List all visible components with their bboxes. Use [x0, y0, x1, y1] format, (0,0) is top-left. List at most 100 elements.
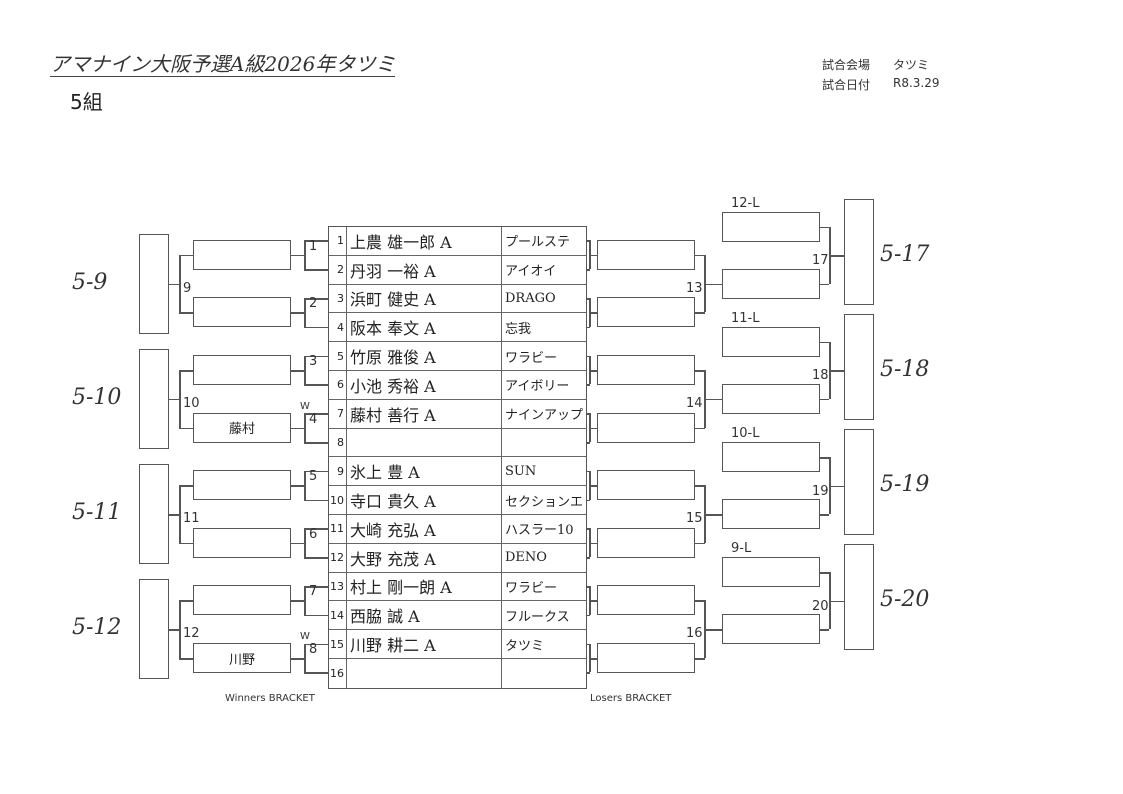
loser-slot	[597, 585, 695, 616]
player-name: 大崎 充弘 A	[347, 514, 502, 543]
player-name: 藤村 善行 A	[347, 399, 502, 428]
bracket-line	[304, 643, 328, 646]
player-name: 竹原 雅俊 A	[347, 342, 502, 370]
bracket-line	[304, 413, 306, 442]
player-name: 大野 充茂 A	[347, 543, 502, 572]
player-name	[347, 428, 502, 457]
loser-slot	[597, 643, 695, 673]
seed-number: 10	[329, 486, 347, 514]
loser-slot	[722, 614, 820, 645]
bracket-line	[179, 312, 193, 314]
match-number: 8	[309, 642, 318, 657]
bracket-line	[304, 269, 328, 271]
team-name: ナインアップ	[505, 408, 584, 424]
match-number: 13	[686, 280, 703, 296]
drop-in-label: 9-L	[731, 541, 752, 557]
bracket-line	[820, 572, 829, 574]
bracket-line	[704, 485, 706, 543]
bracket-line	[179, 427, 193, 430]
seed-number: 7	[329, 399, 347, 428]
bracket-line	[291, 658, 304, 660]
loser-slot	[597, 297, 695, 328]
match-number: 4	[309, 411, 318, 427]
losers-final-slot	[844, 544, 874, 651]
match-number: 10	[183, 395, 200, 411]
drop-in-label: 10-L	[731, 426, 760, 441]
loser-slot	[722, 442, 820, 472]
team-name: 忘我	[505, 321, 532, 337]
winner-slot	[193, 297, 291, 328]
bracket-line	[587, 240, 590, 242]
bracket-line	[589, 427, 597, 430]
player-name: 寺口 貴久 A	[347, 486, 502, 514]
bracket-line	[820, 398, 829, 401]
page-title: アマナイン大阪予選A級2026年タツミ	[50, 52, 396, 77]
bracket-line	[179, 254, 193, 257]
losers-bracket-label: Losers BRACKET	[590, 693, 672, 704]
loser-slot	[597, 412, 695, 443]
match-number: 6	[309, 526, 318, 542]
team-name: アイオイ	[505, 264, 557, 280]
seed-number: 6	[329, 370, 347, 399]
bracket-line	[179, 485, 181, 543]
drop-in-label: 12-L	[731, 195, 760, 211]
bracket-line	[704, 398, 722, 401]
bracket-line	[304, 355, 328, 358]
bracket-line	[695, 542, 705, 545]
loser-slot	[722, 268, 820, 299]
handwritten-result: 5-18	[880, 356, 930, 382]
bracket-line	[179, 542, 193, 545]
bracket-line	[589, 658, 597, 660]
player-name: 阪本 奉文 A	[347, 313, 502, 342]
bracket-line	[168, 629, 179, 631]
bracket-line	[304, 557, 328, 559]
seed-number: 9	[329, 457, 347, 486]
seed-number: 14	[329, 601, 347, 630]
match-number: 20	[812, 598, 829, 614]
bracket-line	[304, 442, 328, 444]
match-number: 9	[183, 280, 192, 296]
team-name: DRAGO	[505, 290, 556, 306]
bracket-line	[291, 542, 304, 545]
bracket-line	[304, 298, 306, 327]
seed-number: 16	[329, 658, 347, 688]
bracket-line	[291, 600, 304, 602]
handwritten-result: 5-19	[880, 472, 930, 497]
player-name: 氷上 豊 A	[347, 457, 502, 486]
team-name	[502, 429, 586, 457]
bracket-line	[304, 470, 306, 500]
match-number: 14	[686, 395, 703, 411]
winner-slot	[193, 470, 291, 501]
bracket-line	[179, 370, 193, 372]
bracket-line	[304, 355, 306, 385]
bracket-line	[291, 312, 304, 314]
entry-row: 8	[329, 428, 586, 458]
team-name: ワラビー	[505, 580, 558, 596]
loser-slot	[597, 527, 695, 558]
bracket-line	[695, 254, 705, 257]
handwritten-result: 5-9	[72, 269, 108, 295]
bracket-line	[587, 298, 590, 300]
team-name: SUN	[505, 463, 537, 479]
bracket-line	[587, 672, 590, 674]
bracket-line	[304, 614, 328, 617]
losers-final-slot	[844, 313, 874, 420]
bracket-line	[304, 470, 328, 473]
player-name: 西脇 誠 A	[347, 601, 502, 630]
seed-number: 4	[329, 313, 347, 342]
player-name: 浜町 健史 A	[347, 284, 502, 313]
match-number: 17	[812, 253, 829, 269]
match-number: 5	[309, 469, 318, 485]
player-name: 村上 剛一朗 A	[347, 572, 502, 601]
bracket-line	[695, 658, 705, 660]
winners-final-slot	[139, 348, 169, 449]
bracket-line	[179, 600, 181, 658]
seed-number: 1	[329, 227, 347, 255]
bracket-line	[587, 586, 590, 588]
